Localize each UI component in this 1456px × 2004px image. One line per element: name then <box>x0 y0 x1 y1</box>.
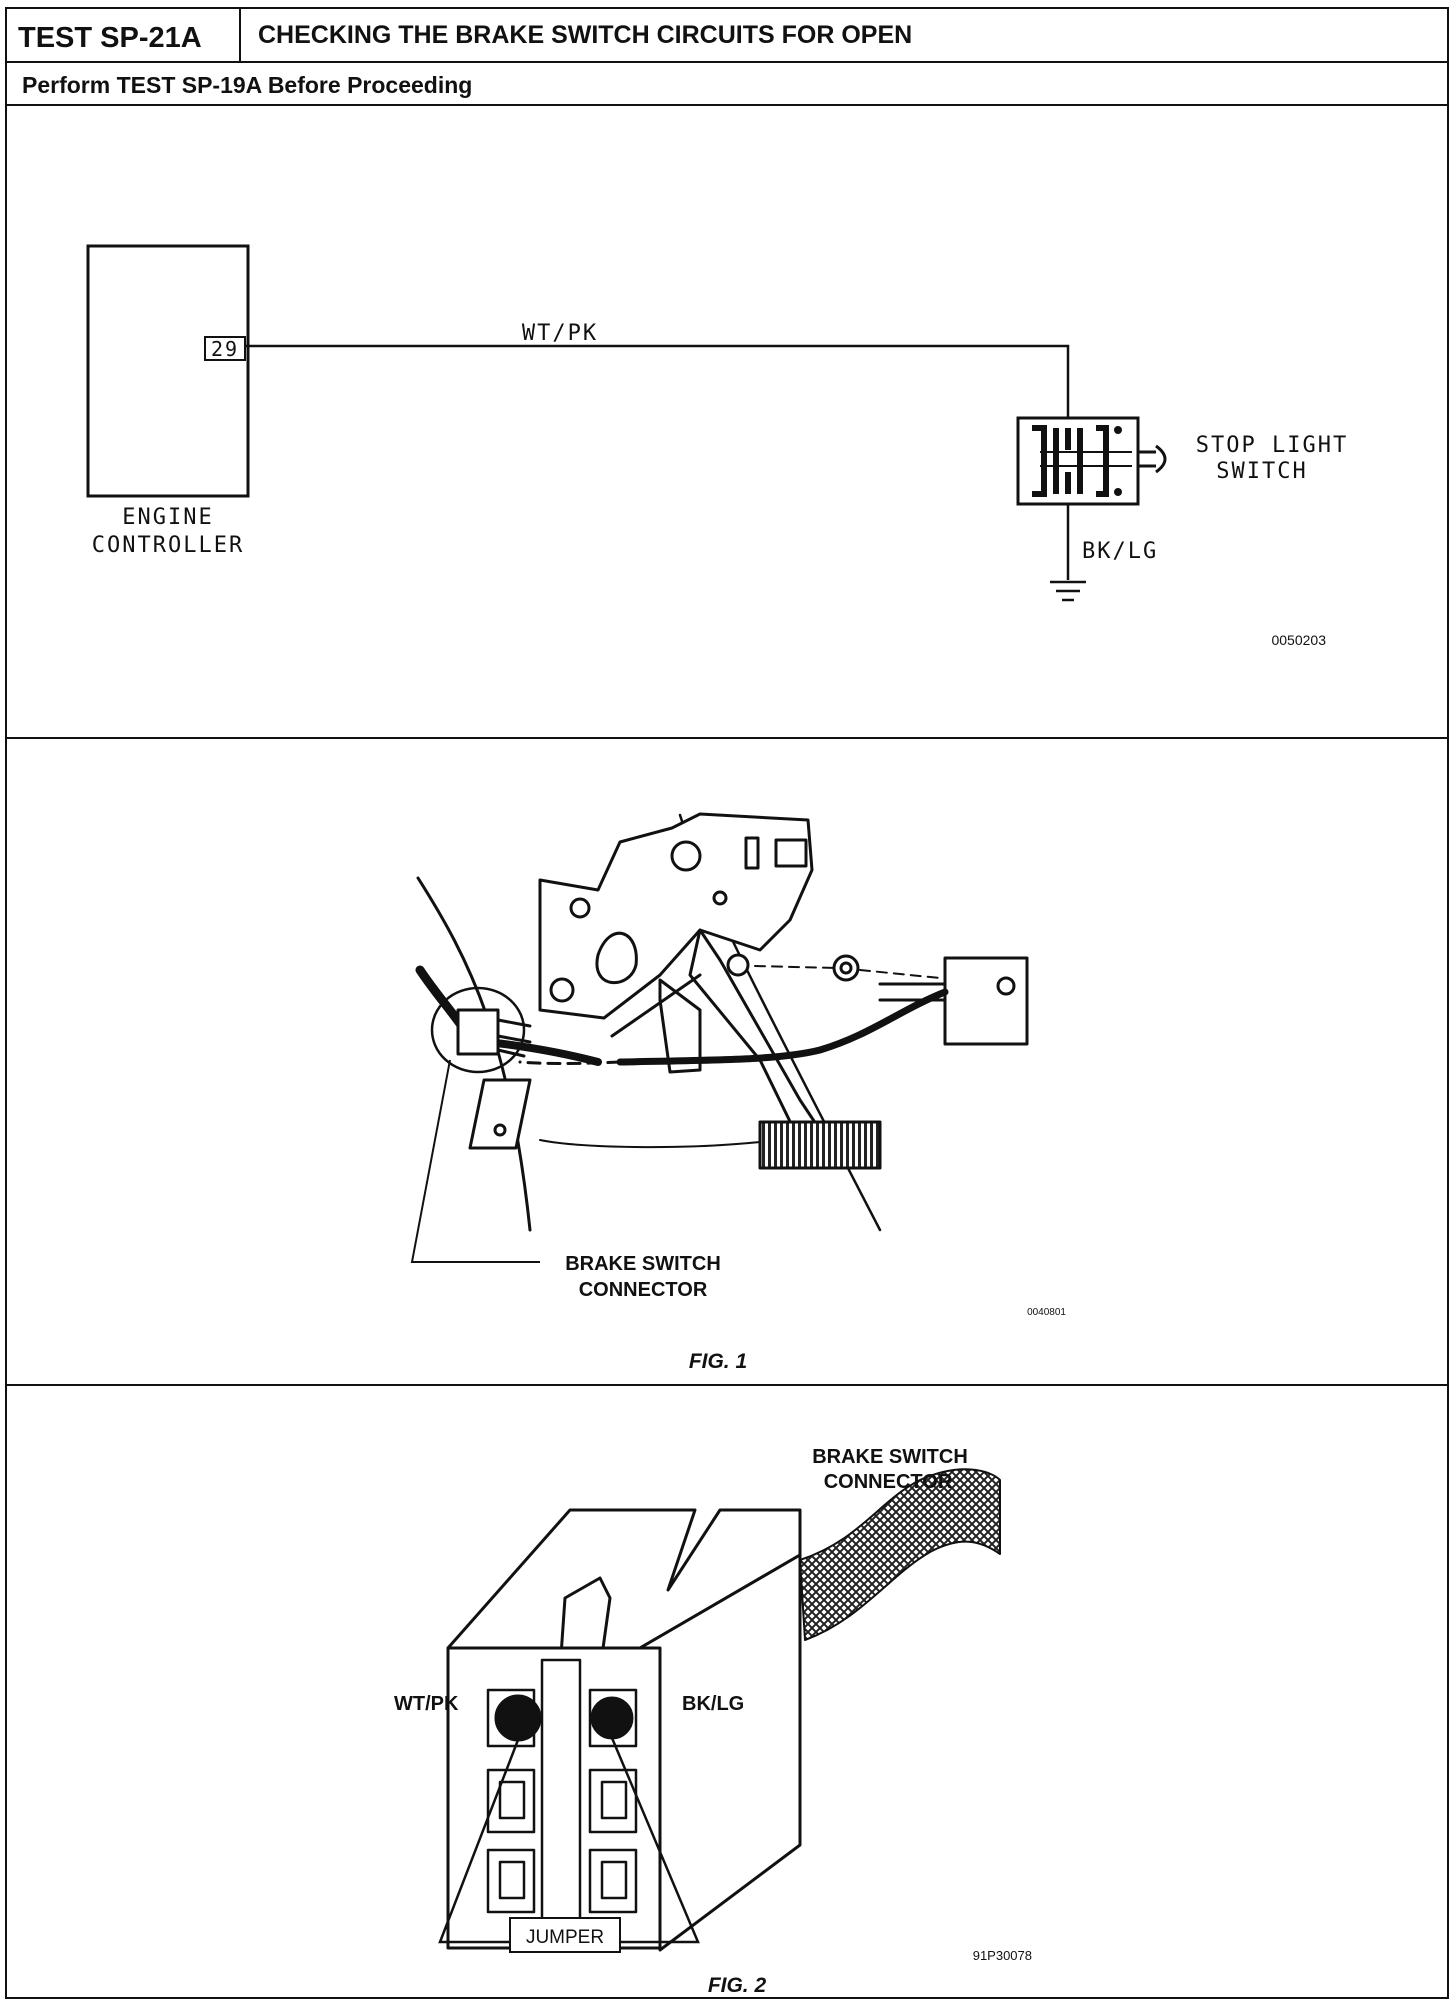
fig1-connector-label-2: CONNECTOR <box>579 1279 708 1301</box>
fig1-figure-code: 0040801 <box>1027 1307 1066 1318</box>
wiring-schematic: 29 ENGINE CONTROLLER WT/PK STOP LIGHT SW… <box>86 244 1348 648</box>
engine-controller-label-2: CONTROLLER <box>92 533 244 558</box>
wt-pk-terminal <box>494 1694 542 1742</box>
fig2-connector-label: BRAKE SWITCH <box>812 1446 968 1468</box>
fig2-figure-code: 91P30078 <box>973 1948 1032 1963</box>
jumper-label-box <box>509 1917 621 1953</box>
fig2-caption: FIG. 2 <box>708 1974 767 1997</box>
test-id-box <box>5 7 241 63</box>
fig2-bk-lg-label: BK/LG <box>682 1693 744 1715</box>
jumper-lead-left <box>438 1739 520 1944</box>
stop-light-switch-symbol <box>1016 416 1167 506</box>
ground-symbol <box>1050 580 1086 602</box>
fig1-caption: FIG. 1 <box>689 1350 747 1373</box>
bk-lg-terminal <box>590 1696 634 1740</box>
page-title: CHECKING THE BRAKE SWITCH CIRCUITS FOR O… <box>258 21 912 49</box>
stop-light-switch-label: STOP LIGHT <box>1196 433 1348 458</box>
test-id: TEST SP-21A <box>18 22 202 54</box>
engine-controller-block <box>86 244 250 498</box>
fig2-connector-label-2: CONNECTOR <box>824 1471 953 1493</box>
fig1-pedal-illustration <box>415 812 1029 1232</box>
wt-pk-circuit-wire <box>245 344 1070 418</box>
engine-controller-label: ENGINE <box>122 505 213 530</box>
bk-lg-wire-label: BK/LG <box>1082 539 1158 564</box>
schematic-figure-code: 0050203 <box>1271 632 1326 648</box>
fig2-wt-pk-label: WT/PK <box>394 1693 459 1715</box>
controller-pin-box <box>204 336 246 361</box>
jumper-lead-right <box>610 1737 700 1944</box>
controller-pin-number: 29 <box>211 337 239 361</box>
prerequisite-note: Perform TEST SP-19A Before Proceeding <box>22 72 472 98</box>
connector-leader-line <box>410 1059 540 1263</box>
stop-light-switch-label-2: SWITCH <box>1216 459 1307 484</box>
page-frame <box>5 7 1449 1999</box>
fig1-connector-label: BRAKE SWITCH <box>565 1253 721 1275</box>
header: TEST SP-21A CHECKING THE BRAKE SWITCH CI… <box>5 7 912 98</box>
fig1-callouts: BRAKE SWITCH CONNECTOR 0040801 FIG. 1 <box>410 1059 1066 1373</box>
fig2-connector-illustration <box>446 1468 1001 1952</box>
wt-pk-wire-label: WT/PK <box>522 321 598 346</box>
fig2-callouts: BRAKE SWITCH CONNECTOR WT/PK BK/LG JUMPE… <box>394 1446 1032 1997</box>
jumper-label: JUMPER <box>526 1927 604 1948</box>
